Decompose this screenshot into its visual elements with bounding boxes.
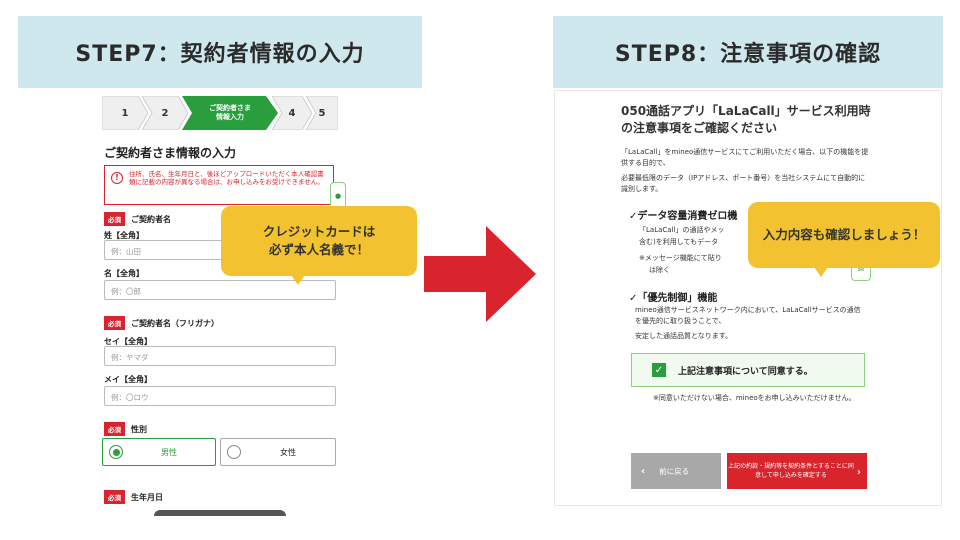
- radio-selected-icon: [109, 445, 123, 459]
- back-button[interactable]: ‹ 前に戻る: [631, 453, 721, 489]
- gender-label: 性別: [131, 424, 147, 434]
- checkmark-icon: ✓: [652, 363, 666, 377]
- feature-heading-priority: ✓「優先制御」機能: [629, 293, 718, 304]
- feature-text: は除く: [649, 266, 670, 274]
- feature-text: mineo通信サービスネットワーク内において、LaLaCallサービスの通信を優…: [635, 306, 861, 326]
- feature-text: 「LaLaCall」の通話やメッ: [639, 226, 725, 234]
- step8-header: STEP8：注意事項の確認: [553, 16, 943, 88]
- agree-checkbox[interactable]: ✓ 上記注意事項について同意する。: [631, 353, 865, 387]
- notice-text: 住所、氏名、生年月日と、後ほどアップロードいただく本人確認書類に記載の内容が異な…: [129, 170, 324, 187]
- sei-kana-label: セイ【全角】: [104, 337, 152, 346]
- contract-form-screen: 1 2 ご契約者さま 情報入力 4 5 ご契約者さま情報の入力 ! 住所、氏名、…: [96, 90, 342, 516]
- gender-required-label: 必須性別: [104, 422, 147, 436]
- balloon-line: 必ず本人名義で！: [268, 242, 369, 257]
- feature-text: 含む)を利用してもデータ: [639, 238, 719, 246]
- sei-kana-input[interactable]: 例：ヤマダ: [104, 346, 336, 366]
- arrow-right-icon: [424, 226, 536, 322]
- required-badge: 必須: [104, 422, 125, 436]
- progress-step-2: 2: [142, 96, 188, 130]
- progress-step-3-active: ご契約者さま 情報入力: [182, 96, 278, 130]
- chevron-right-icon: ›: [856, 467, 861, 478]
- chevron-left-icon: ‹: [641, 465, 646, 477]
- gender-female-radio[interactable]: 女性: [220, 438, 336, 466]
- kana-label: ご契約者名（フリガナ）: [131, 318, 219, 328]
- progress-step-5: 5: [306, 96, 338, 130]
- confirm-label: 上記の約款・規約等を契約条件とすることに同意して申し込みを確定する: [728, 463, 854, 479]
- alert-icon: !: [111, 172, 123, 184]
- progress-step-label: 5: [318, 107, 326, 119]
- feature-text: ※メッセージ機能にて貼り: [639, 254, 722, 262]
- home-indicator: [154, 510, 286, 516]
- sei-input[interactable]: 例：山田: [104, 240, 232, 260]
- progress-steps: 1 2 ご契約者さま 情報入力 4 5: [102, 96, 338, 130]
- progress-step-label: ご契約者さま 情報入力: [209, 103, 251, 121]
- confirm-order-button[interactable]: 上記の約款・規約等を契約条件とすることに同意して申し込みを確定する ›: [727, 453, 867, 489]
- required-badge: 必須: [104, 316, 125, 330]
- mei-input[interactable]: 例：〇郎: [104, 280, 336, 300]
- kana-required-label: 必須ご契約者名（フリガナ）: [104, 316, 219, 330]
- progress-step-1: 1: [102, 96, 148, 130]
- radio-empty-icon: [227, 445, 241, 459]
- notes-title: 050通話アプリ「LaLaCall」サービス利用時の注意事項をご確認ください: [621, 104, 871, 136]
- feature-text: 安定した通話品質となります。: [635, 332, 733, 340]
- mei-kana-input[interactable]: 例：〇ロウ: [104, 386, 336, 406]
- balloon-line: クレジットカードは: [262, 223, 376, 239]
- step8-title: STEP8：注意事項の確認: [614, 42, 882, 67]
- name-label: ご契約者名: [131, 214, 171, 224]
- back-label: 前に戻る: [659, 466, 690, 476]
- gender-male-radio[interactable]: 男性: [102, 438, 216, 466]
- tip-balloon-credit-card: クレジットカードは必ず本人名義で！: [221, 206, 417, 285]
- birth-required-label: 必須生年月日: [104, 490, 163, 504]
- notice-box: ! 住所、氏名、生年月日と、後ほどアップロードいただく本人確認書類に記載の内容が…: [104, 165, 334, 205]
- birth-label: 生年月日: [131, 492, 163, 502]
- disagree-note: ※同意いただけない場合、mineoをお申し込みいただけません。: [653, 394, 856, 402]
- notes-intro-1: 「LaLaCall」をmineo通信サービスにてご利用いただく場合、以下の機能を…: [621, 148, 869, 167]
- step7-header: STEP7：契約者情報の入力: [18, 16, 422, 88]
- progress-step-label: 2: [161, 107, 169, 119]
- mei-kana-label: メイ【全角】: [104, 375, 152, 384]
- sei-label: 姓【全角】: [104, 231, 144, 240]
- notes-screen: 050通話アプリ「LaLaCall」サービス利用時の注意事項をご確認ください 「…: [554, 90, 942, 506]
- progress-step-4: 4: [272, 96, 312, 130]
- tip-balloon-confirm: 入力内容も確認しましょう！: [748, 202, 940, 277]
- feature-heading-data-zero: ✓データ容量消費ゼロ機: [629, 211, 738, 222]
- step7-title: STEP7：契約者情報の入力: [75, 42, 365, 67]
- form-heading: ご契約者さま情報の入力: [104, 146, 237, 160]
- required-badge: 必須: [104, 212, 125, 226]
- mei-label: 名【全角】: [104, 269, 144, 278]
- required-badge: 必須: [104, 490, 125, 504]
- agree-label: 上記注意事項について同意する。: [678, 366, 813, 377]
- female-label: 女性: [280, 447, 296, 457]
- progress-step-label: 4: [288, 107, 296, 119]
- notes-intro-2: 必要最低限のデータ（IPアドレス、ポート番号）を当社システムにて自動的に識別しま…: [621, 174, 866, 193]
- name-required-label: 必須ご契約者名: [104, 212, 171, 226]
- male-label: 男性: [161, 447, 177, 457]
- progress-step-label: 1: [121, 107, 129, 119]
- balloon-text: 入力内容も確認しましょう！: [762, 226, 926, 242]
